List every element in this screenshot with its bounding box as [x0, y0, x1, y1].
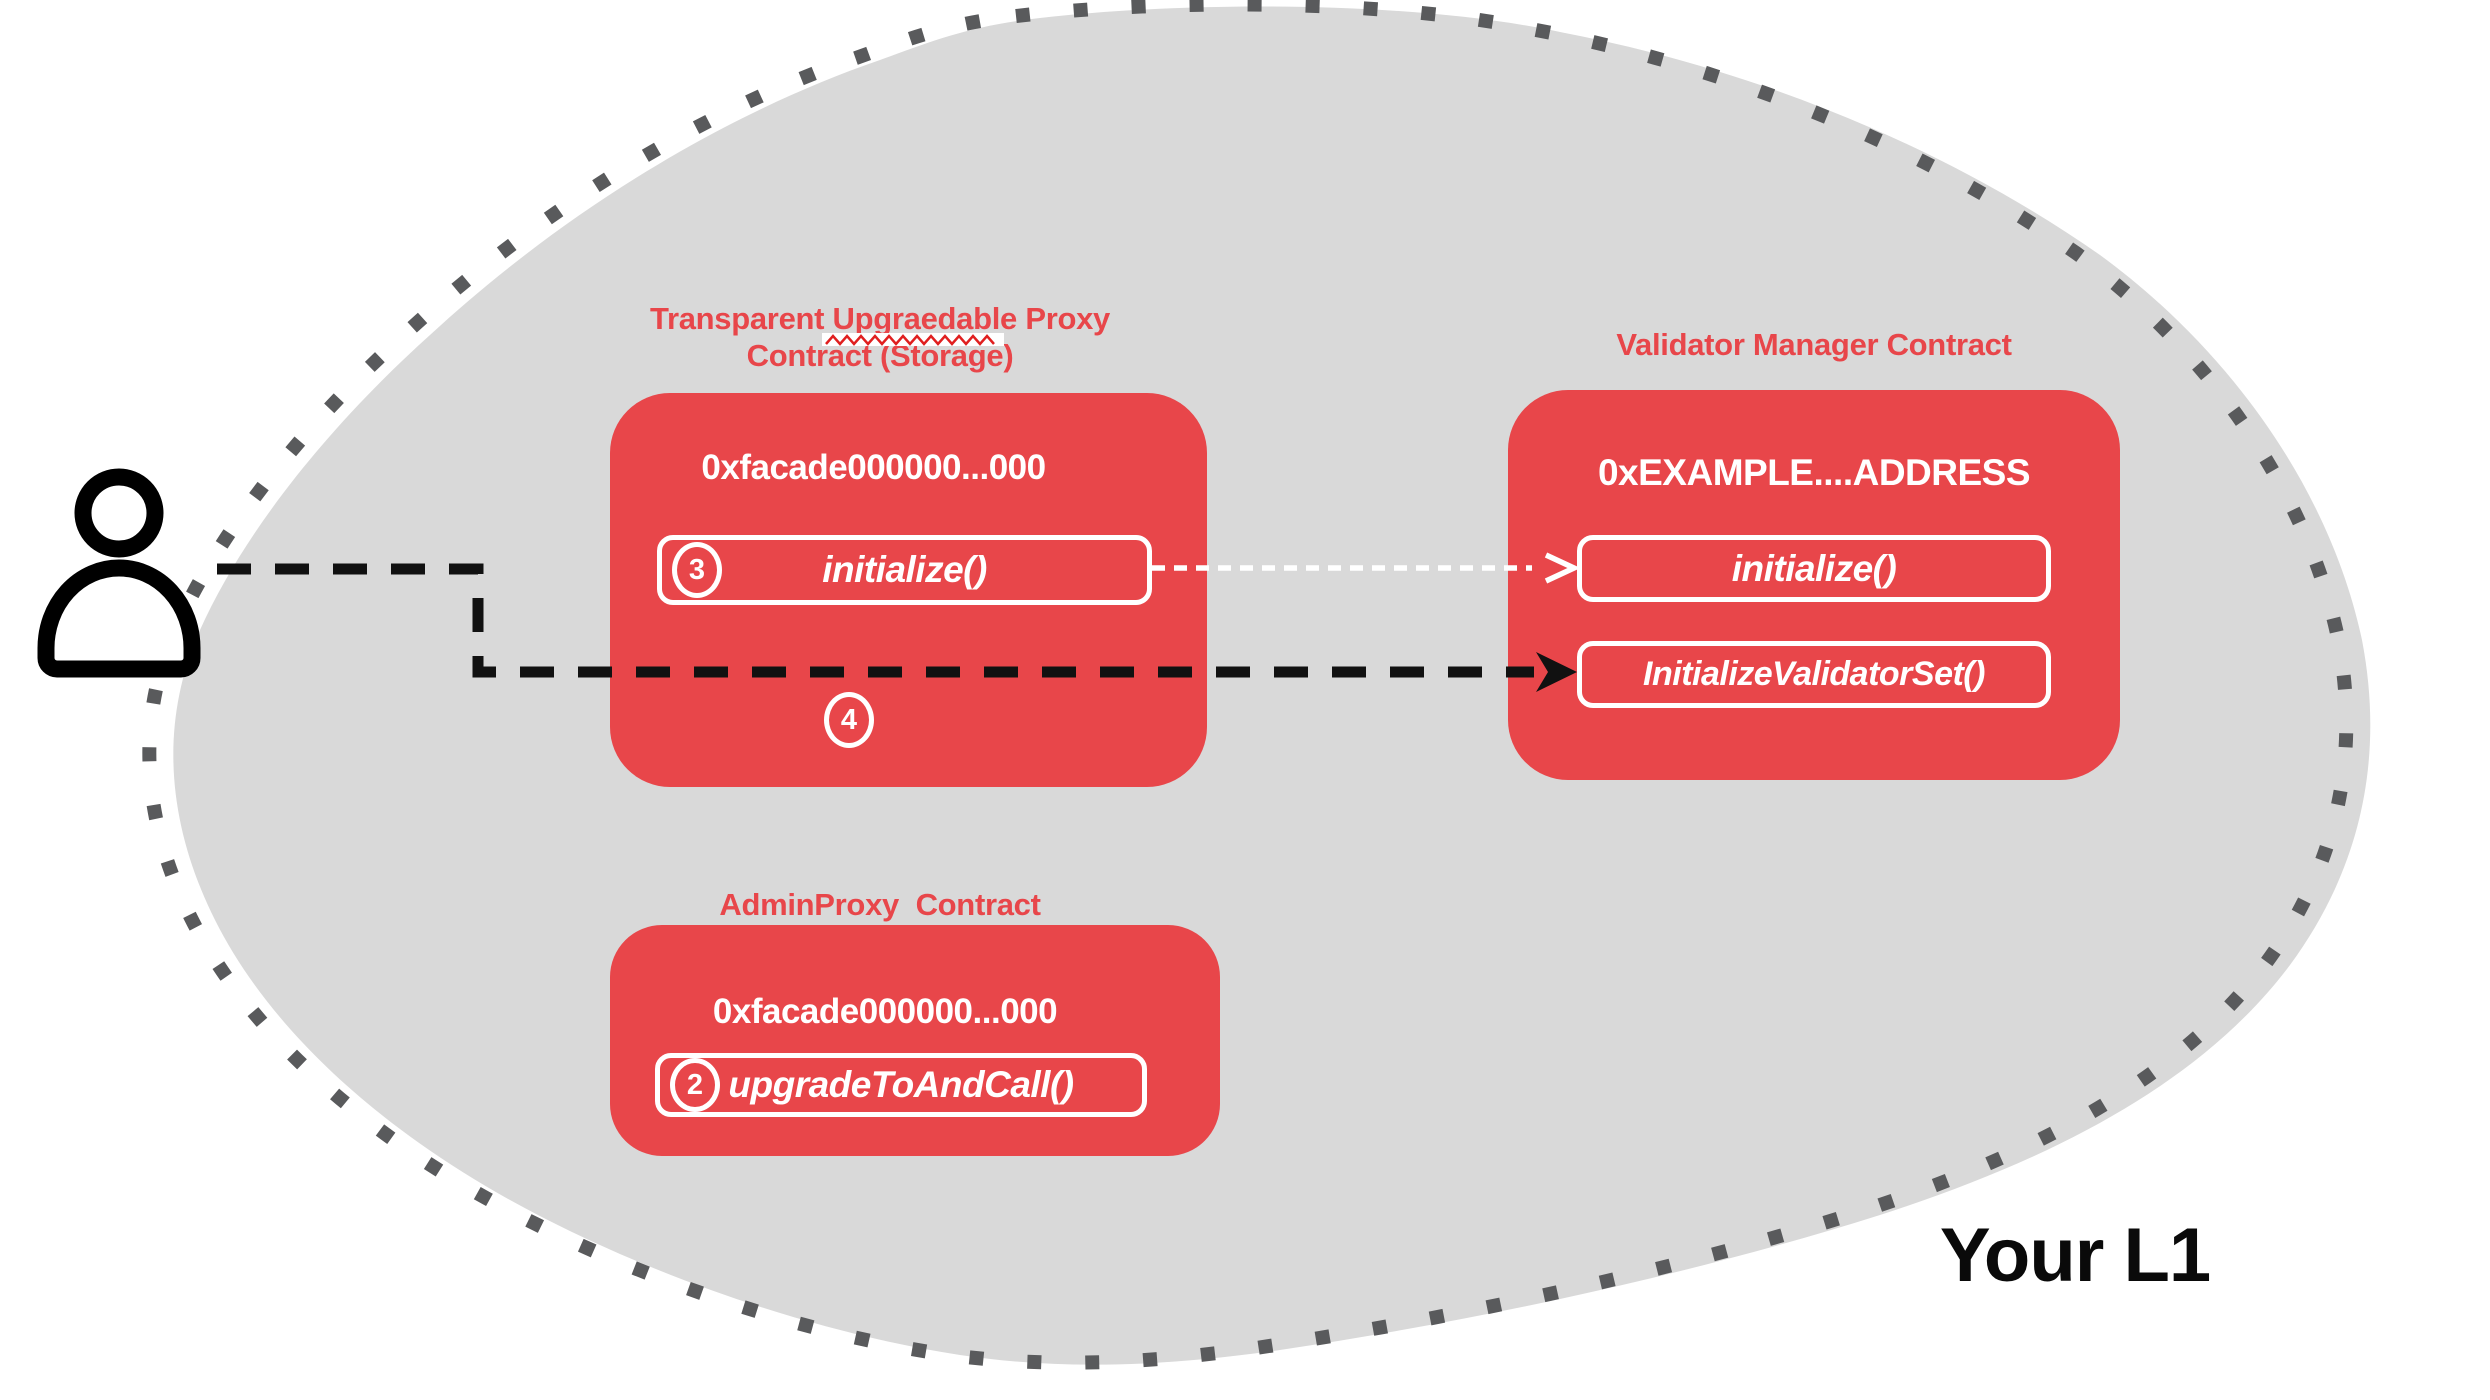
- validator-initialize-label: initialize(): [1731, 547, 1897, 589]
- proxy-initialize-pill: 3 initialize(): [657, 535, 1152, 605]
- validator-initializevalidatorset-label: InitializeValidatorSet(): [1643, 655, 1985, 693]
- person-icon: [37, 468, 201, 678]
- your-l1-label: Your L1: [1939, 1213, 2211, 1298]
- admin-upgradetoandcall-pill: 2 upgradeToAndCall(): [655, 1053, 1147, 1117]
- validator-initialize-pill: initialize(): [1577, 535, 2051, 602]
- proxy-contract-title: Transparent Upgraedable Proxy Contract (…: [580, 300, 1180, 374]
- step-3-badge: 3: [672, 542, 722, 598]
- validator-contract-address: 0xEXAMPLE....ADDRESS: [1597, 452, 2031, 493]
- proxy-contract-address: 0xfacade000000...000: [701, 448, 1046, 487]
- step-2-badge: 2: [670, 1058, 720, 1112]
- validator-contract-title: Validator Manager Contract: [1616, 327, 2012, 362]
- step-4-badge: 4: [824, 692, 874, 748]
- proxy-contract-box: 0xfacade000000...000 3 initialize() 4: [610, 393, 1207, 787]
- validator-initializevalidatorset-pill: InitializeValidatorSet(): [1577, 641, 2051, 708]
- admin-proxy-contract-title: AdminProxy Contract: [719, 887, 1041, 922]
- proxy-title-misspelled-word: Upgraedable: [832, 301, 1018, 336]
- proxy-title-word3: Proxy: [1025, 301, 1110, 336]
- proxy-title-line2: Contract (Storage): [746, 338, 1014, 373]
- admin-proxy-contract-address: 0xfacade000000...000: [712, 992, 1058, 1031]
- admin-upgradetoandcall-label: upgradeToAndCall(): [728, 1064, 1074, 1105]
- proxy-initialize-label: initialize(): [822, 549, 987, 590]
- proxy-title-word1: Transparent: [650, 301, 825, 336]
- admin-proxy-contract-box: 0xfacade000000...000 2 upgradeToAndCall(…: [610, 925, 1220, 1156]
- validator-contract-box: 0xEXAMPLE....ADDRESS initialize() Initia…: [1508, 390, 2120, 780]
